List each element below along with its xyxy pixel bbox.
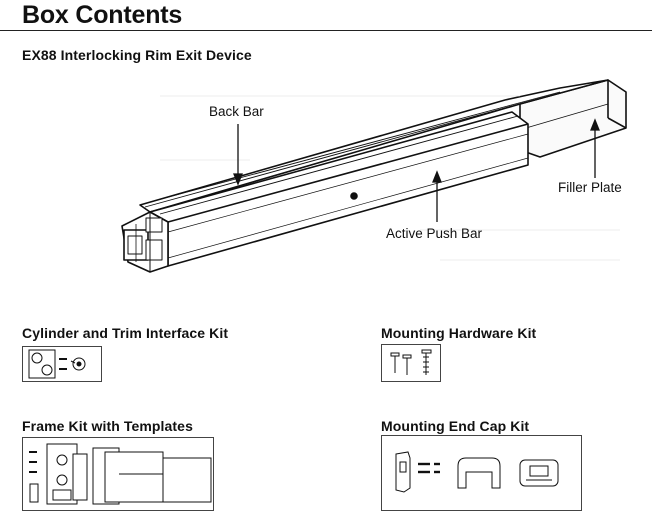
mounting-hardware-kit-heading: Mounting Hardware Kit (381, 325, 537, 341)
end-cap-brackets-icon (395, 451, 559, 493)
frame-brackets-template-icon (29, 443, 212, 505)
back-bar-label: Back Bar (209, 104, 264, 119)
filler-plate-label: Filler Plate (558, 180, 622, 195)
frame-kit-heading: Frame Kit with Templates (22, 418, 193, 434)
mounting-hardware-kit-box (381, 344, 441, 382)
device-heading: EX88 Interlocking Rim Exit Device (22, 47, 252, 63)
screws-bolts-icon (390, 349, 432, 375)
cylinder-trim-parts-icon (28, 349, 86, 379)
title-divider (0, 30, 652, 31)
end-cap-kit-heading: Mounting End Cap Kit (381, 418, 530, 434)
cylinder-trim-kit-box (22, 346, 102, 382)
active-push-bar-label: Active Push Bar (386, 226, 483, 241)
page-title: Box Contents (22, 1, 183, 29)
cylinder-trim-kit-heading: Cylinder and Trim Interface Kit (22, 325, 229, 341)
frame-kit-box (22, 437, 214, 511)
end-cap-kit-box (381, 435, 582, 511)
